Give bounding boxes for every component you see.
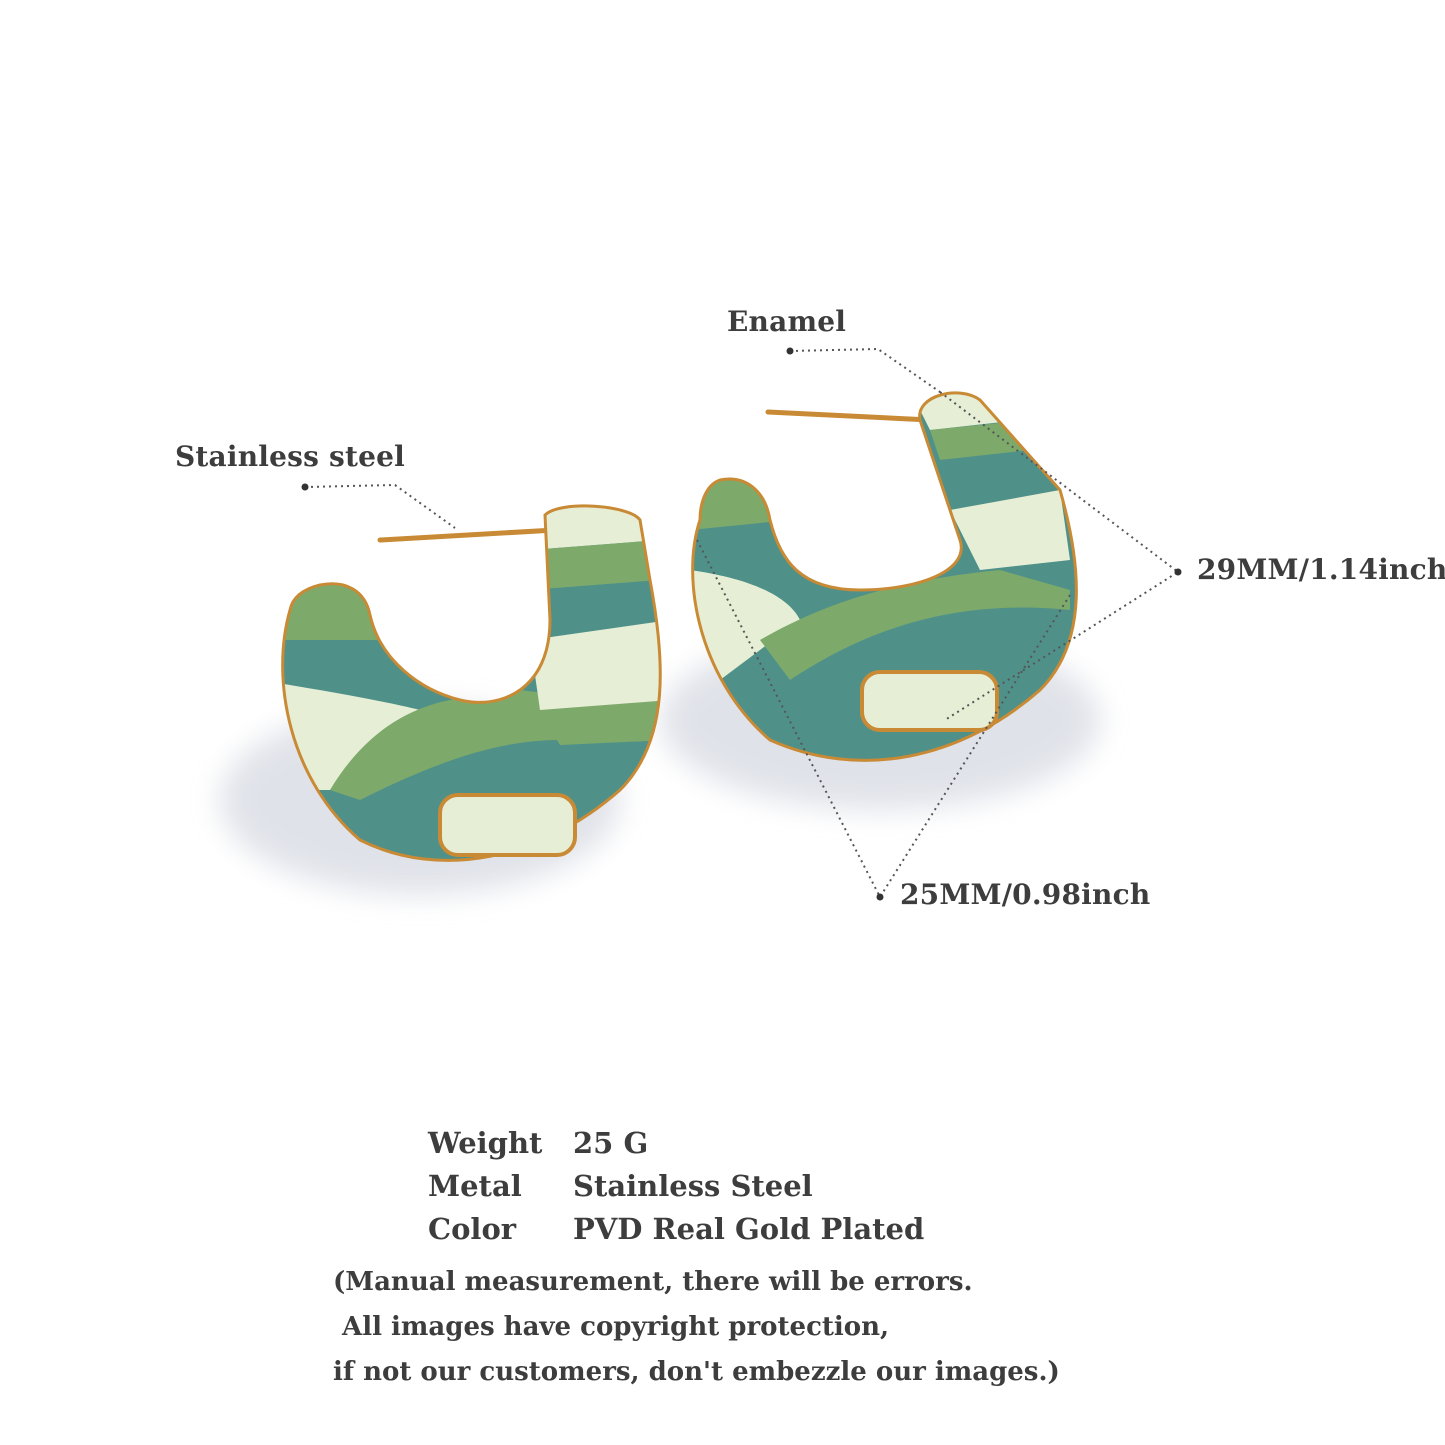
- spec-key: Weight: [428, 1126, 543, 1160]
- width-leader: [696, 539, 1071, 900]
- disclaimer-line: (Manual measurement, there will be error…: [333, 1267, 973, 1297]
- spec-value: PVD Real Gold Plated: [573, 1212, 925, 1246]
- spec-table: Weight 25 G Metal Stainless Steel Color PVD…: [428, 1122, 924, 1251]
- left-post: [377, 527, 558, 543]
- leader-lines: [304, 347, 1180, 900]
- disclaimer-line: All images have copyright protection,: [333, 1312, 890, 1342]
- height-dot: [1174, 568, 1182, 576]
- enamel-leader: [789, 347, 941, 393]
- width-dot: [876, 893, 884, 901]
- spec-value: Stainless Steel: [573, 1169, 813, 1203]
- enamel-label: Enamel: [727, 305, 847, 338]
- spec-row-weight: Weight 25 G: [428, 1122, 924, 1165]
- width-dimension-label: 25MM/0.98inch: [900, 878, 1151, 911]
- right-post: [765, 409, 933, 423]
- spec-key: Color: [428, 1212, 517, 1246]
- right-cream-patch: [860, 670, 999, 732]
- enamel-dot: [786, 347, 794, 355]
- left-cream-patch: [438, 793, 577, 857]
- stainless-steel-label: Stainless steel: [175, 440, 405, 473]
- spec-row-color: Color PVD Real Gold Plated: [428, 1208, 924, 1251]
- disclaimer: (Manual measurement, there will be error…: [333, 1260, 1060, 1395]
- spec-key: Metal: [428, 1169, 522, 1203]
- disclaimer-line: if not our customers, don't embezzle our…: [333, 1357, 1060, 1387]
- stainless-dot: [301, 483, 309, 491]
- spec-row-metal: Metal Stainless Steel: [428, 1165, 924, 1208]
- height-dimension-label: 29MM/1.14inch: [1197, 553, 1445, 586]
- spec-value: 25 G: [573, 1126, 649, 1160]
- stainless-leader: [304, 483, 456, 529]
